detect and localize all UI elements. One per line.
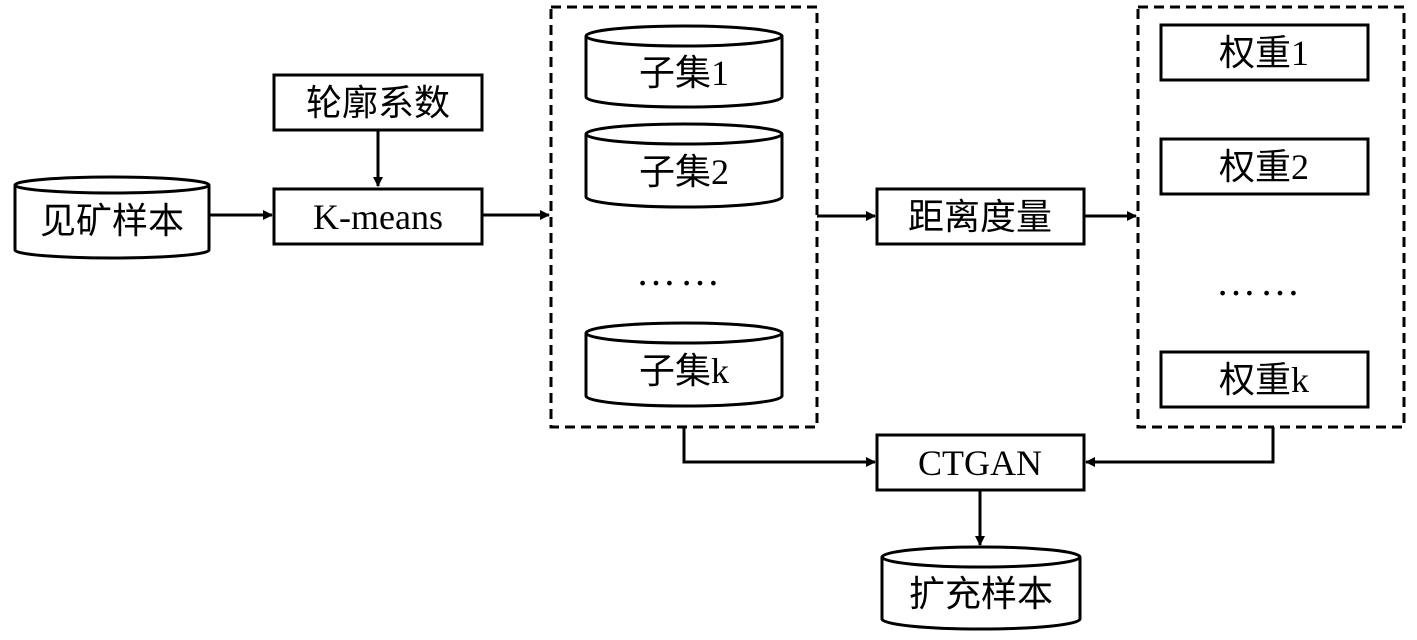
subsetk-label: 子集k — [639, 351, 729, 391]
weight2-label: 权重2 — [1219, 147, 1309, 187]
samples-out-label: 扩充样本 — [909, 574, 1053, 614]
subset2-cylinder: 子集2 — [584, 122, 784, 209]
weight1-label: 权重1 — [1219, 33, 1309, 73]
weight2-box: 权重2 — [1159, 137, 1370, 196]
arrow-weights-to-ctgan — [1085, 427, 1275, 467]
arrow-subsets-to-ctgan — [682, 427, 876, 467]
weight1-box: 权重1 — [1159, 23, 1370, 82]
weight-ellipsis: …… — [1216, 259, 1304, 304]
subsetk-cylinder: 子集k — [584, 321, 784, 408]
kmeans-box: K-means — [272, 187, 484, 246]
samples-out-cylinder: 扩充样本 — [880, 545, 1082, 631]
subset2-label: 子集2 — [639, 152, 729, 192]
weightk-label: 权重k — [1219, 360, 1309, 400]
distance-label: 距离度量 — [908, 197, 1052, 237]
silhouette-box: 轮廓系数 — [272, 73, 484, 132]
kmeans-label: K-means — [313, 197, 443, 237]
subset-ellipsis: …… — [636, 249, 724, 294]
ctgan-label: CTGAN — [918, 443, 1042, 483]
weights-group — [1136, 5, 1406, 429]
distance-box: 距离度量 — [875, 187, 1086, 246]
ctgan-box: CTGAN — [875, 433, 1086, 492]
weightk-box: 权重k — [1159, 350, 1370, 409]
subset1-cylinder: 子集1 — [584, 24, 784, 109]
subset1-label: 子集1 — [639, 53, 729, 93]
samples-in-label: 见矿样本 — [40, 201, 184, 241]
samples-in-cylinder: 见矿样本 — [13, 175, 211, 260]
silhouette-label: 轮廓系数 — [306, 83, 450, 123]
